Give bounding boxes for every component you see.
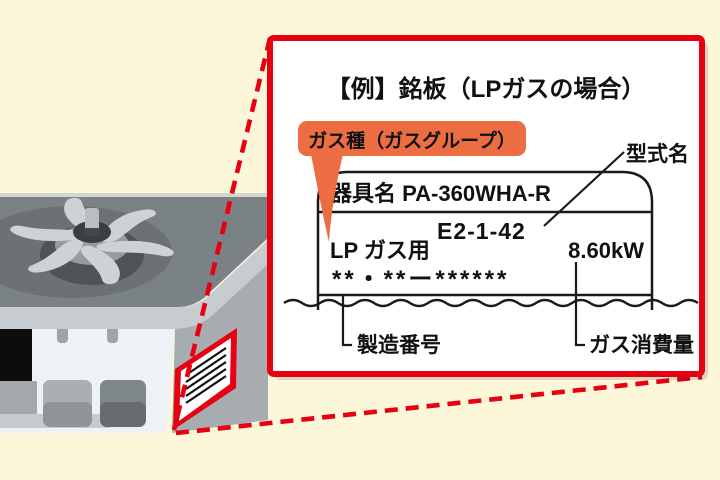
consumption-text: 8.60kW: [568, 238, 644, 263]
serial-mask-text: **・**ー******: [332, 266, 509, 293]
stove-rim: [0, 240, 268, 329]
gas-type-text: LP ガス用: [330, 238, 430, 263]
gas-type-callout-label: ガス種（ガスグループ）: [308, 129, 516, 152]
stove-top-edge-highlight: [0, 193, 268, 198]
wavy-cutoff-line: [283, 298, 699, 308]
control-knob-right: [100, 380, 146, 427]
nameplate-diagram: 器具名 PA-360WHA-R E2-1-42 LP ガス用 8.60kW **…: [283, 170, 699, 310]
gas-type-callout: ガス種（ガスグループ）: [298, 121, 526, 242]
leader-line-consumption: [574, 262, 585, 347]
magnifier-lines: [171, 37, 703, 436]
appliance-name-text: 器具名 PA-360WHA-R: [329, 181, 551, 206]
model-name-label: 型式名: [626, 142, 689, 166]
gas-type-callout-tail: [311, 154, 343, 242]
control-knob-left: [43, 380, 92, 427]
stove-illustration: [0, 193, 268, 433]
model-name-pointer-line: [543, 151, 625, 227]
burner-post-icon: [85, 208, 99, 234]
serial-number-label: 製造番号: [356, 333, 441, 357]
front-left-block: [0, 381, 37, 415]
grill-window: [0, 329, 32, 381]
magnifier-dash-line-bottom: [175, 374, 703, 436]
detail-title: 【例】銘板（LPガスの場合）: [327, 75, 646, 103]
burner-post-band: [84, 228, 100, 236]
detail-box: 【例】銘板（LPガスの場合） 器具名 PA-360WHA-R E2-1-42 L…: [267, 35, 708, 380]
nameplate-thumbnail: [173, 328, 237, 430]
magnifier-dash-line-top: [171, 37, 273, 431]
leader-line-serial: [341, 294, 352, 347]
nameplate-text-lines: [185, 347, 227, 404]
gas-consumption-label: ガス消費量: [589, 333, 694, 357]
gas-type-callout-bubble: [298, 121, 526, 156]
approval-code-text: E2-1-42: [437, 218, 526, 244]
